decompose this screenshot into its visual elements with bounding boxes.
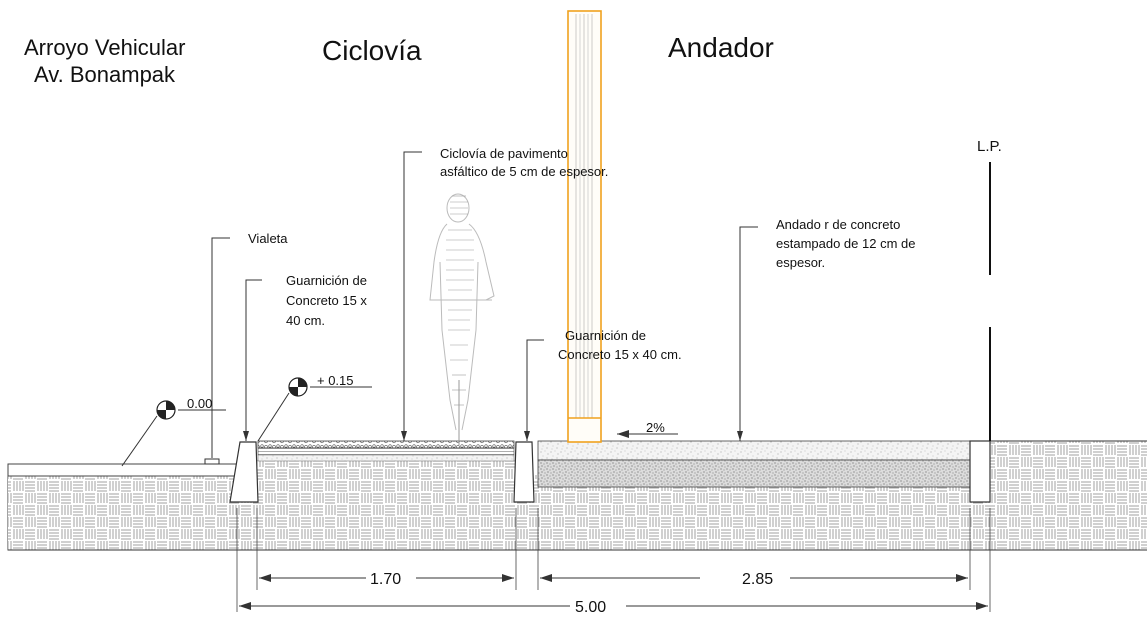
light-pole [567,10,602,443]
level-marker-road [121,400,226,467]
vialeta-stud [204,458,220,465]
guarnicion-1-note-line1: Guarnición de [286,273,367,288]
andador-note-line2: estampado de 12 cm de [776,236,915,251]
vialeta-note: Vialeta [248,231,288,246]
level-curb-value: + 0.15 [317,373,354,388]
level-road-value: 0.00 [187,396,212,411]
ciclovia-note-line1: Ciclovía de pavimento [440,146,568,161]
ciclovia-note-line2: asfáltico de 5 cm de espesor. [440,164,608,179]
slope-value: 2% [646,420,665,435]
dimension-total [239,602,988,610]
walk-zone-title: Andador [668,32,774,63]
lp-label: L.P. [977,138,1002,155]
property-line-footing [969,440,991,503]
guarnicion-2-note-line2: Concreto 15 x 40 cm. [558,347,682,362]
dimension-cycle [259,574,514,582]
cycle-lane-pavement [257,440,515,462]
andador-leader [739,226,758,441]
dimension-walk [540,574,968,582]
ciclovia-leader [403,151,422,441]
road-zone-title-line1: Arroyo Vehicular [24,35,185,60]
guarnicion-2-leader [526,339,544,441]
dimension-walk-value: 2.85 [742,571,773,588]
andador-note-line1: Andado r de concreto [776,217,900,232]
guarnicion-1-leader [245,279,262,441]
dimension-extension-lines [236,508,991,612]
dimension-total-value: 5.00 [575,599,606,616]
vialeta-leader [211,237,230,458]
dimension-cycle-value: 1.70 [370,571,401,588]
walkway-pavement [537,440,971,488]
subgrade [7,441,1147,551]
cyclist-hatch [446,195,474,406]
guarnicion-1-note-line3: 40 cm. [286,313,325,328]
level-marker-curb [257,377,372,442]
cyclist-figure [429,193,495,445]
guarnicion-1-note-line2: Concreto 15 x [286,293,367,308]
road-surface [7,463,241,477]
slope-arrow [617,430,678,438]
guarnicion-2-note-line1: Guarnición de [565,328,646,343]
curb-1 [229,441,259,503]
curb-2 [513,441,535,503]
cycle-zone-title: Ciclovía [322,35,422,66]
road-zone-title-line2: Av. Bonampak [34,62,176,87]
andador-note-line3: espesor. [776,255,825,270]
